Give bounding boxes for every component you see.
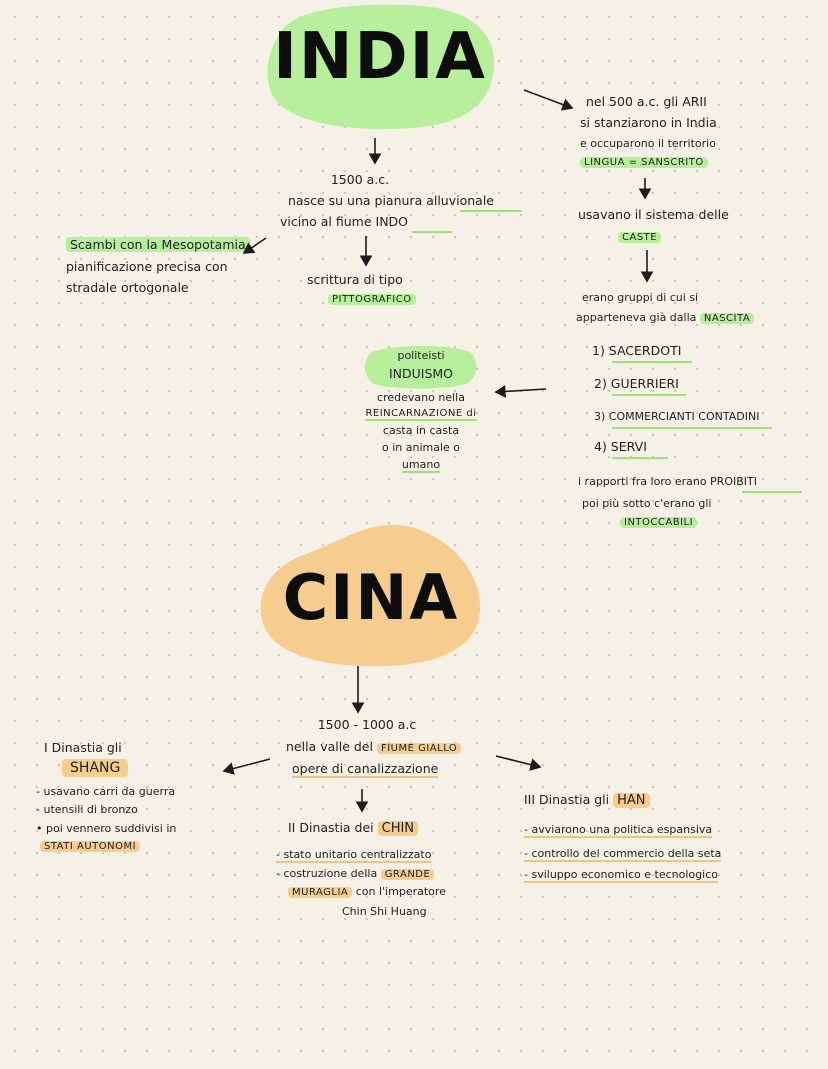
gruppi-line1: erano gruppi di cui si — [582, 291, 699, 304]
india-date: 1500 a.c. — [330, 172, 390, 187]
arrow-to-religion — [494, 385, 547, 398]
india-title: INDIA — [273, 20, 487, 94]
proibiti-underline — [742, 491, 802, 493]
cina-title-highlight — [260, 525, 481, 667]
arrow-to-han — [495, 755, 542, 771]
religion-line7: umano — [401, 458, 441, 473]
arrow-india-arii — [523, 89, 574, 111]
scambi-line3: stradale ortogonale — [66, 280, 189, 295]
caste-underline-3 — [612, 427, 772, 429]
alluvionale-underline — [460, 210, 522, 212]
chin-item-3: MURAGLIA con l'imperatore — [288, 884, 446, 901]
india-title-highlight — [267, 4, 494, 129]
arii-line4: LINGUA = SANSCRITO — [580, 155, 708, 171]
chin-line1: II Dinastia dei CHIN — [288, 820, 419, 837]
cina-date: 1500 - 1000 a.c — [317, 717, 417, 732]
arii-line2: si stanziarono in India — [580, 115, 717, 130]
han-item-1: - avviarono una politica espansiva — [524, 823, 713, 838]
caste-item-3: 3) COMMERCIANTI CONTADINI — [594, 410, 760, 423]
shang-line3: STATI AUTONOMI — [40, 839, 141, 855]
caste-underline-2 — [612, 394, 686, 396]
arii-line3: e occuparono il territorio — [580, 137, 716, 150]
religion-line4: REINCARNAZIONE di — [365, 408, 477, 421]
han-line1: III Dinastia gli HAN — [524, 792, 650, 809]
arrow-to-shang — [222, 758, 271, 775]
religion-line5: casta in casta — [382, 424, 460, 437]
shang-item-3: • poi vennero suddivisi in — [36, 822, 177, 835]
caste-item-2: 2) GUERRIERI — [594, 376, 679, 391]
india-origin-line2: vicino al fiume INDO — [280, 214, 409, 229]
shang-line1: I Dinastia gli — [44, 740, 122, 755]
rapporti-line1: i rapporti fra loro erano PROIBITI — [578, 475, 757, 488]
scambi-line1: Scambi con la Mesopotamia — [66, 237, 250, 253]
arii-line1: nel 500 a.c. gli ARII — [586, 94, 707, 109]
chin-item-2: - costruzione della GRANDE — [276, 866, 435, 883]
caste-line2: CASTE — [618, 230, 662, 246]
cina-title: CINA — [282, 561, 460, 634]
cina-valle-line2: opere di canalizzazione — [292, 761, 439, 778]
chin-item-4: Chin Shi Huang — [342, 905, 427, 918]
religion-line3: credevano nella — [377, 391, 465, 404]
shang-line2: SHANG — [62, 758, 129, 778]
caste-line1: usavano il sistema delle — [578, 207, 729, 222]
cina-valle-line1: nella valle del FIUME GIALLO — [286, 739, 462, 757]
india-origin-line1: nasce su una pianura alluvionale — [288, 193, 494, 208]
han-item-2: - controllo del commercio della seta — [524, 847, 722, 862]
scrittura-line1: scrittura di tipo — [307, 272, 403, 287]
rapporti-line2: poi più sotto c'erano gli — [582, 497, 712, 510]
induismo-highlight — [364, 346, 477, 389]
indo-underline — [412, 231, 452, 233]
caste-item-1: 1) SACERDOTI — [592, 343, 682, 358]
shang-item-1: - usavano carri da guerra — [36, 785, 176, 798]
chin-item-1: - stato unitario centralizzato — [276, 848, 432, 863]
shang-item-2: - utensili di bronzo — [36, 803, 138, 816]
han-item-3: - sviluppo economico e tecnologico — [524, 868, 718, 883]
scambi-line2: pianificazione precisa con — [66, 259, 228, 274]
religion-line2: INDUISMO — [388, 366, 454, 381]
religion-line1: politeisti — [397, 349, 445, 362]
scrittura-line2: PITTOGRAFICO — [328, 292, 416, 308]
religion-line6: o in animale o — [381, 441, 461, 454]
caste-item-4: 4) SERVI — [594, 439, 647, 454]
rapporti-line3: INTOCCABILI — [620, 515, 698, 531]
caste-underline-1 — [612, 361, 692, 363]
caste-underline-4 — [612, 457, 668, 459]
gruppi-line2: apparteneva già dalla NASCITA — [576, 310, 755, 327]
